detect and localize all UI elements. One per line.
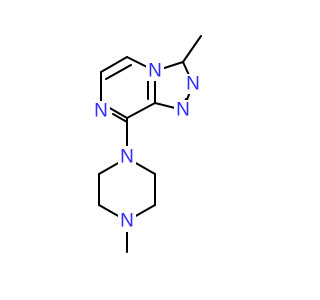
atom-label-n7: N — [94, 101, 108, 122]
bond — [126, 102, 156, 119]
atom-label-n-piperazine-bottom: N — [120, 211, 134, 232]
atom-label-n4: N — [148, 61, 162, 82]
atom-n-piperazine-bottom: N — [118, 210, 136, 232]
molecule-structure-diagram: N N N N N N — [92, 35, 202, 253]
bond — [112, 113, 128, 123]
atom-label-n2: N — [186, 74, 200, 95]
bond — [105, 64, 132, 80]
atom-n-piperazine-top: N — [118, 146, 136, 168]
bond — [182, 35, 202, 63]
bond — [100, 56, 128, 73]
atom-labels: N N N N N N — [92, 61, 202, 232]
atom-n1: N — [174, 100, 192, 121]
atom-label-n-piperazine-top: N — [120, 147, 134, 168]
atom-n4: N — [146, 61, 164, 82]
atom-label-n1: N — [176, 100, 190, 121]
bond — [107, 106, 128, 119]
atom-n7: N — [92, 101, 110, 122]
atom-n2: N — [184, 74, 202, 95]
